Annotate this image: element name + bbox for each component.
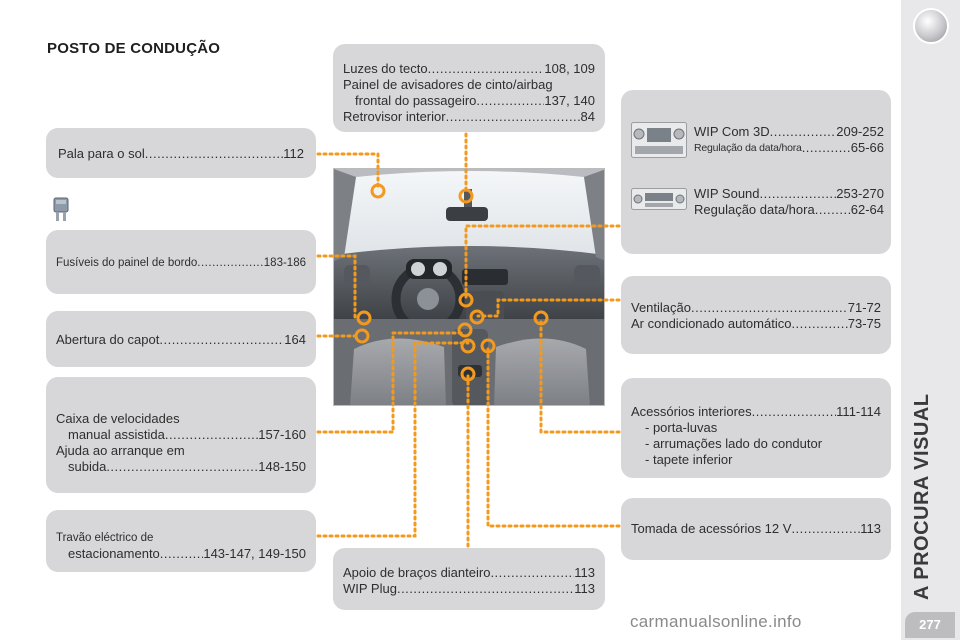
accessories-item: - arrumações lado do condutor (645, 436, 823, 451)
audio-com-sub-pages: 65-66 (850, 140, 884, 155)
fuse-icon (52, 197, 70, 223)
parking-brake-line2-label: estacionamento (68, 546, 160, 561)
fuses-pages: 183-186 (263, 257, 306, 269)
audio-sound-sub-label: Regulação data/hora (694, 202, 815, 217)
box-sun-visor: Pala para o sol 112 (46, 128, 316, 178)
bonnet-pages: 164 (284, 332, 306, 347)
accessories-item-label: arrumações lado do condutor (652, 436, 823, 451)
armrest-line2-label: WIP Plug (343, 581, 397, 596)
audio-com-pages: 209-252 (836, 124, 884, 139)
socket-pages: 113 (860, 521, 881, 536)
accessories-item: - tapete inferior (645, 452, 733, 467)
accessories-item-label: porta-luvas (652, 420, 718, 435)
side-title: A PROCURA VISUAL (911, 393, 951, 610)
box-socket: Tomada de acessórios 12 V 113 (621, 498, 891, 560)
accessories-item-label: tapete inferior (652, 452, 733, 467)
box-armrest: Apoio de braços dianteiro 113 WIP Plug 113 (333, 548, 605, 610)
ventilation-line2-pages: 73-75 (847, 316, 881, 331)
parking-brake-line1: Travão eléctrico de (56, 532, 154, 544)
audio-sound-sub-pages: 62-64 (850, 202, 884, 217)
box-accessories: Acessórios interiores 111-114 - porta-luv… (621, 378, 891, 478)
wip-com-3d-unit-icon (631, 122, 687, 158)
ceiling-line1-pages: 108, 109 (544, 61, 595, 76)
gearbox-line3: Ajuda ao arranque em (56, 443, 185, 458)
gearbox-line1: Caixa de velocidades (56, 411, 180, 426)
sun-visor-label: Pala para o sol (58, 146, 145, 161)
audio-com-label: WIP Com 3D (694, 124, 770, 139)
page-number: 277 (905, 612, 955, 638)
audio-sound-pages: 253-270 (836, 186, 884, 201)
ventilation-line1-pages: 71-72 (847, 300, 881, 315)
side-tab (901, 0, 960, 640)
ceiling-line4-pages: 84 (580, 109, 595, 124)
accessories-item: - porta-luvas (645, 420, 718, 435)
box-bonnet: Abertura do capot 164 (46, 311, 316, 367)
ceiling-line3-pages: 137, 140 (544, 93, 595, 108)
gearbox-line4-pages: 148-150 (258, 459, 306, 474)
car-dashboard-photo (333, 168, 605, 406)
box-ventilation: Ventilação 71-72 Ar condicionado automáti… (621, 276, 891, 354)
ventilation-line2-label: Ar condicionado automático (631, 316, 792, 331)
armrest-line1-label: Apoio de braços dianteiro (343, 565, 491, 580)
fuses-label: Fusíveis do painel de bordo (56, 257, 198, 269)
box-gearbox: Caixa de velocidades manual assistida 157… (46, 377, 316, 493)
page-title: POSTO DE CONDUÇÃO (47, 40, 221, 57)
ventilation-line1-label: Ventilação (631, 300, 691, 315)
accessories-line1-label: Acessórios interiores (631, 404, 752, 419)
watermark: carmanualsonline.info (630, 612, 802, 631)
socket-label: Tomada de acessórios 12 V (631, 521, 792, 536)
ceiling-line4-label: Retrovisor interior (343, 109, 446, 124)
ceiling-line3-label: frontal do passageiro (355, 93, 477, 108)
box-parking-brake: Travão eléctrico de estacionamento 143-14… (46, 510, 316, 572)
parking-brake-line2-pages: 143-147, 149-150 (203, 546, 306, 561)
audio-sound-label: WIP Sound (694, 186, 760, 201)
box-ceiling: Luzes do tecto 108, 109 Painel de avisado… (333, 44, 605, 132)
bonnet-label: Abertura do capot (56, 332, 160, 347)
ceiling-line1-label: Luzes do tecto (343, 61, 428, 76)
side-title-text: A PROCURA VISUAL (911, 393, 933, 600)
audio-com-sub-label: Regulação da data/hora (694, 142, 802, 154)
armrest-line2-pages: 113 (574, 581, 595, 596)
chapter-icon (913, 8, 949, 44)
sun-visor-pages: 112 (283, 146, 304, 161)
accessories-line1-pages: 111-114 (836, 404, 881, 419)
gearbox-line4-label: subida (68, 459, 107, 474)
wip-sound-unit-icon (631, 188, 687, 210)
armrest-line1-pages: 113 (574, 565, 595, 580)
box-audio: WIP Com 3D 209-252 Regulação da data/hora… (621, 90, 891, 254)
gearbox-line2-pages: 157-160 (258, 427, 306, 442)
box-fuses: Fusíveis do painel de bordo 183-186 (46, 230, 316, 294)
ceiling-line2: Painel de avisadores de cinto/airbag (343, 77, 553, 92)
gearbox-line2-label: manual assistida (68, 427, 165, 442)
